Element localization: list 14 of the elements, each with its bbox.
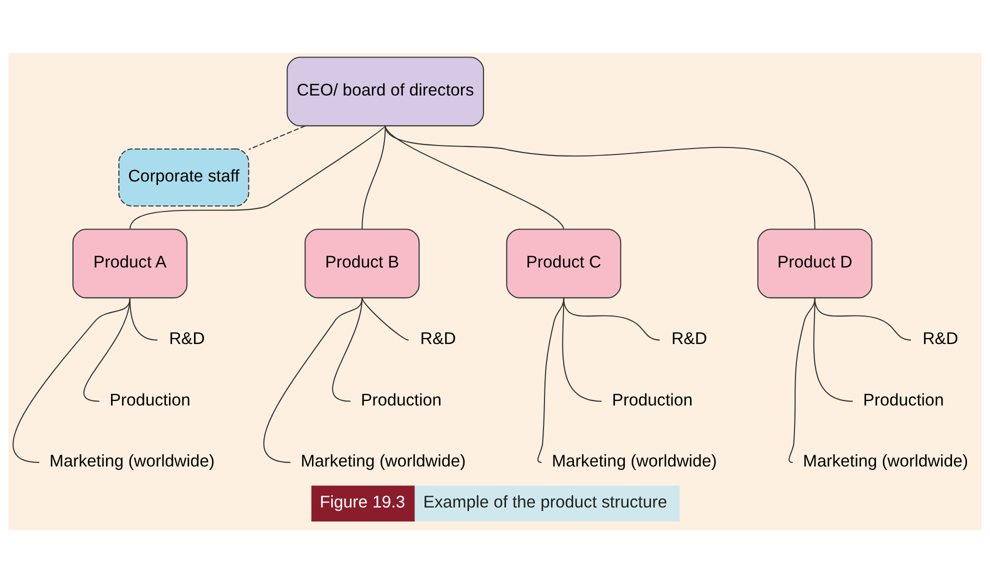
caption: Example of the product structure (423, 492, 668, 512)
node-text: Production (110, 390, 190, 410)
node-text: Marketing (worldwide) (552, 451, 717, 470)
node-text: Marketing (worldwide) (50, 451, 215, 470)
label: Figure 19.3 (320, 492, 406, 512)
node-text: Marketing (worldwide) (300, 451, 466, 470)
node-text: Marketing (worldwide) (803, 451, 968, 470)
node-text: Production (863, 390, 944, 410)
node-text: Production (612, 390, 693, 410)
node-text: Production (360, 390, 442, 410)
node-text: R&D (671, 329, 708, 348)
node-text: R&D (420, 329, 456, 348)
node-text: R&D (169, 329, 205, 348)
node-text: R&D (922, 329, 958, 348)
